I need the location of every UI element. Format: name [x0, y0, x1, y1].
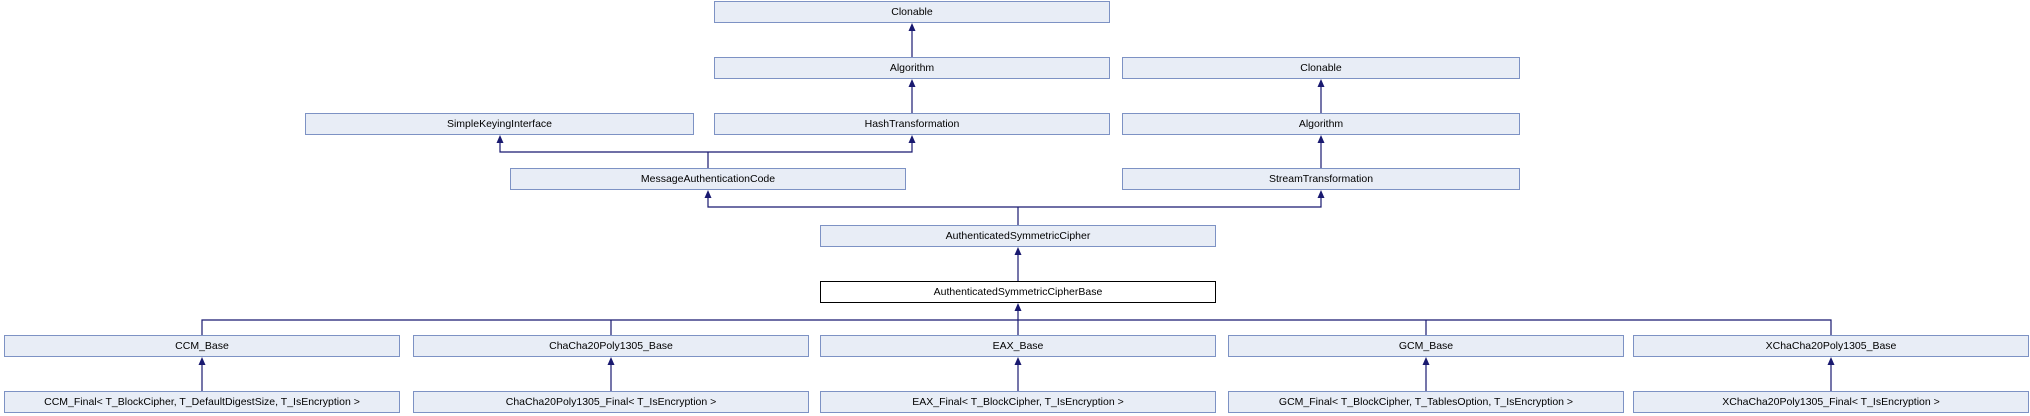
node-eax-base[interactable]: EAX_Base: [820, 335, 1216, 357]
node-xchacha20poly1305-base[interactable]: XChaCha20Poly1305_Base: [1633, 335, 2029, 357]
node-ccm-base[interactable]: CCM_Base: [4, 335, 400, 357]
edge-algorithm-clonable-right: [1317, 79, 1325, 113]
edge-algorithm-clonable: [908, 23, 916, 57]
node-algorithm-mid[interactable]: Algorithm: [714, 57, 1110, 79]
node-authenticated-symmetric-cipher[interactable]: AuthenticatedSymmetricCipher: [820, 225, 1216, 247]
node-clonable-right[interactable]: Clonable: [1122, 57, 1520, 79]
edge-chachafinal-chachabase: [607, 357, 615, 391]
node-xchacha20poly1305-final[interactable]: XChaCha20Poly1305_Final< T_IsEncryption …: [1633, 391, 2029, 413]
edge-hashtransformation-algorithm: [908, 79, 916, 113]
node-chacha20poly1305-base[interactable]: ChaCha20Poly1305_Base: [413, 335, 809, 357]
edge-asc-parents: [704, 190, 1325, 225]
edge-xchachafinal-xchachabase: [1827, 357, 1835, 391]
edge-ccmfinal-ccmbase: [198, 357, 206, 391]
edge-bases-ascbase: [201, 303, 1832, 335]
node-simple-keying-interface[interactable]: SimpleKeyingInterface: [305, 113, 694, 135]
node-hash-transformation[interactable]: HashTransformation: [714, 113, 1110, 135]
edge-gcmfinal-gcmbase: [1422, 357, 1430, 391]
node-eax-final[interactable]: EAX_Final< T_BlockCipher, T_IsEncryption…: [820, 391, 1216, 413]
node-algorithm-right[interactable]: Algorithm: [1122, 113, 1520, 135]
node-gcm-final[interactable]: GCM_Final< T_BlockCipher, T_TablesOption…: [1228, 391, 1624, 413]
node-stream-transformation[interactable]: StreamTransformation: [1122, 168, 1520, 190]
edge-eaxfinal-eaxbase: [1014, 357, 1022, 391]
node-gcm-base[interactable]: GCM_Base: [1228, 335, 1624, 357]
node-clonable-top[interactable]: Clonable: [714, 1, 1110, 23]
edge-ascbase-asc: [1014, 247, 1022, 281]
node-ccm-final[interactable]: CCM_Final< T_BlockCipher, T_DefaultDiges…: [4, 391, 400, 413]
edge-streamtransformation-algorithm: [1317, 135, 1325, 168]
node-authenticated-symmetric-cipher-base: AuthenticatedSymmetricCipherBase: [820, 281, 1216, 303]
node-message-authentication-code[interactable]: MessageAuthenticationCode: [510, 168, 906, 190]
node-chacha20poly1305-final[interactable]: ChaCha20Poly1305_Final< T_IsEncryption >: [413, 391, 809, 413]
edge-mac-parents: [496, 135, 916, 168]
